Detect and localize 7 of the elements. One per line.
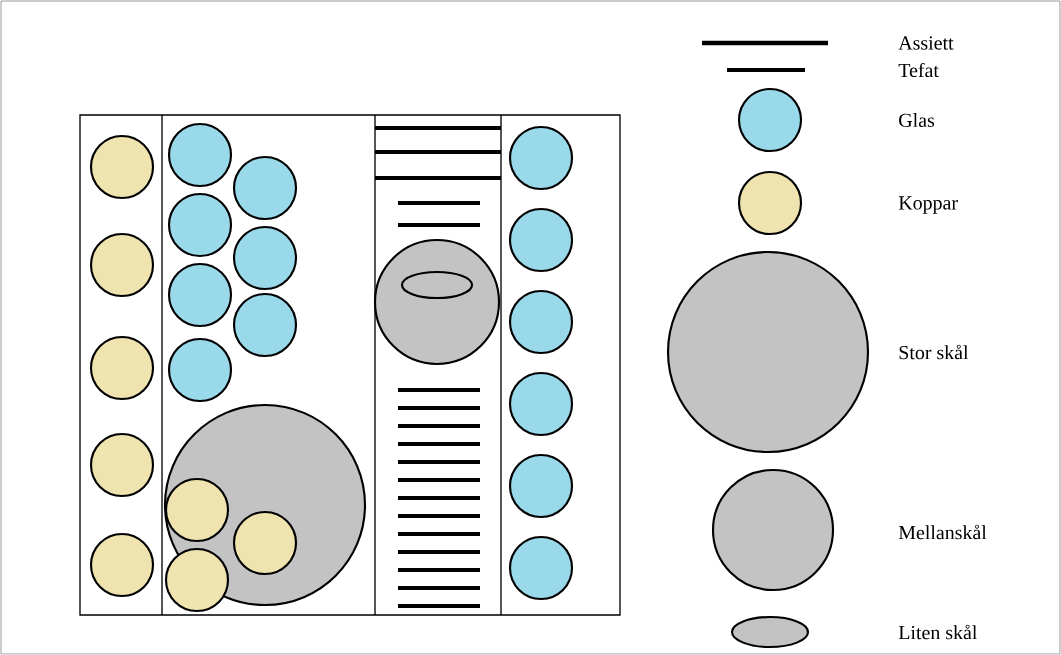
- legend-label: Stor skål: [899, 344, 969, 360]
- legend-label: Liten skål: [898, 624, 977, 640]
- legend-label: Mellanskål: [898, 524, 987, 540]
- legend-label: Assiett: [898, 36, 954, 50]
- legend-label: Tefat: [898, 62, 939, 78]
- legend-label: Koppar: [898, 196, 958, 214]
- legend-label: Glas: [899, 113, 935, 127]
